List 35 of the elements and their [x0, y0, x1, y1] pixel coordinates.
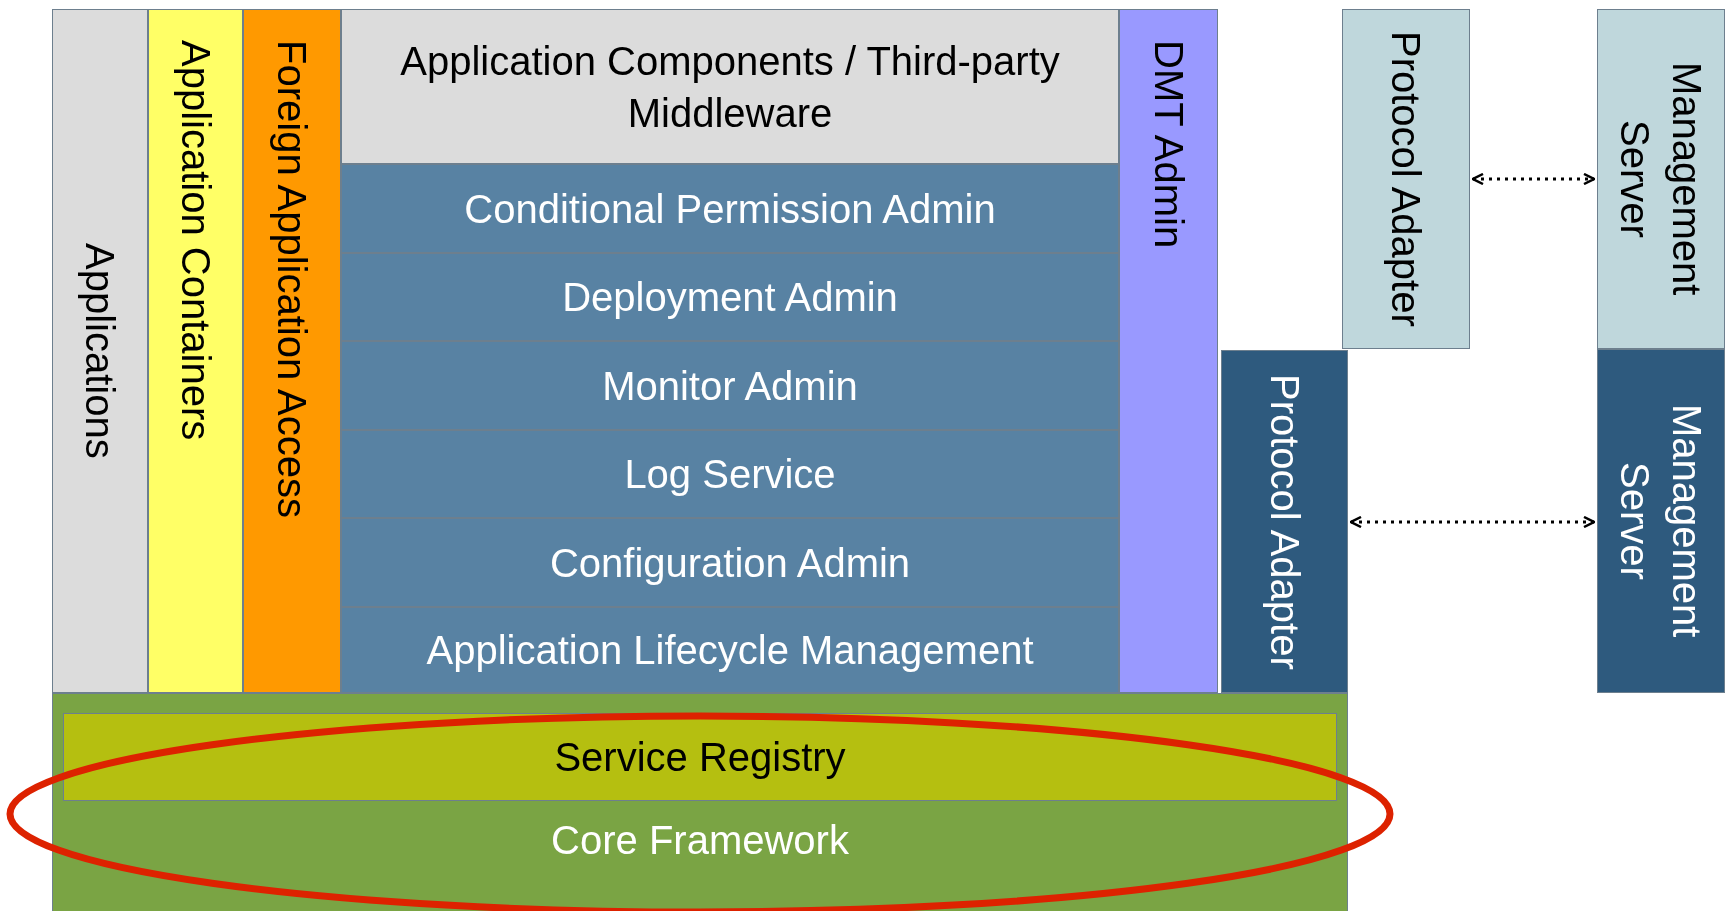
layer-label: Service Registry [554, 734, 846, 781]
layer-label: Application Containers [172, 40, 219, 441]
vertical-layer-box [243, 9, 341, 693]
layer-box [341, 430, 1119, 518]
layer-label: Application Components / Third-party Middleware [399, 37, 1061, 137]
vertical-layer-box [1221, 350, 1348, 693]
layer-label: Management Server [1612, 403, 1710, 640]
vertical-layer-box [52, 9, 148, 693]
layer-label: Conditional Permission Admin [464, 185, 996, 233]
layer-label: Deployment Admin [562, 274, 898, 321]
layer-label: Application Lifecycle Management [426, 627, 1034, 674]
layer-label: Monitor Admin [602, 362, 858, 410]
layer-box [341, 518, 1119, 607]
layer-box [63, 713, 1337, 801]
layer-label: Foreign Application Access [269, 40, 315, 519]
layer-label: Protocol Adapter [1383, 31, 1429, 327]
double-arrow [1471, 172, 1596, 186]
double-arrow [1349, 515, 1596, 529]
layer-box [341, 9, 1119, 164]
layer-label: Applications [77, 243, 123, 459]
layer-box [341, 253, 1119, 341]
vertical-layer-box [1119, 9, 1218, 693]
layer-box [341, 607, 1119, 693]
vertical-layer-box [1597, 349, 1725, 693]
layer-label: Protocol Adapter [1261, 373, 1308, 670]
layer-label: Management Server [1612, 61, 1710, 298]
vertical-layer-box [148, 9, 243, 693]
layer-box [341, 164, 1119, 253]
vertical-layer-box [1342, 9, 1470, 349]
layer-label: Log Service [624, 451, 836, 498]
layer-label: DMT Admin [1145, 40, 1192, 249]
vertical-layer-box [1597, 9, 1725, 349]
layer-box [341, 341, 1119, 430]
layer-label: Core Framework [551, 817, 849, 864]
layer-label: Configuration Admin [549, 539, 911, 587]
